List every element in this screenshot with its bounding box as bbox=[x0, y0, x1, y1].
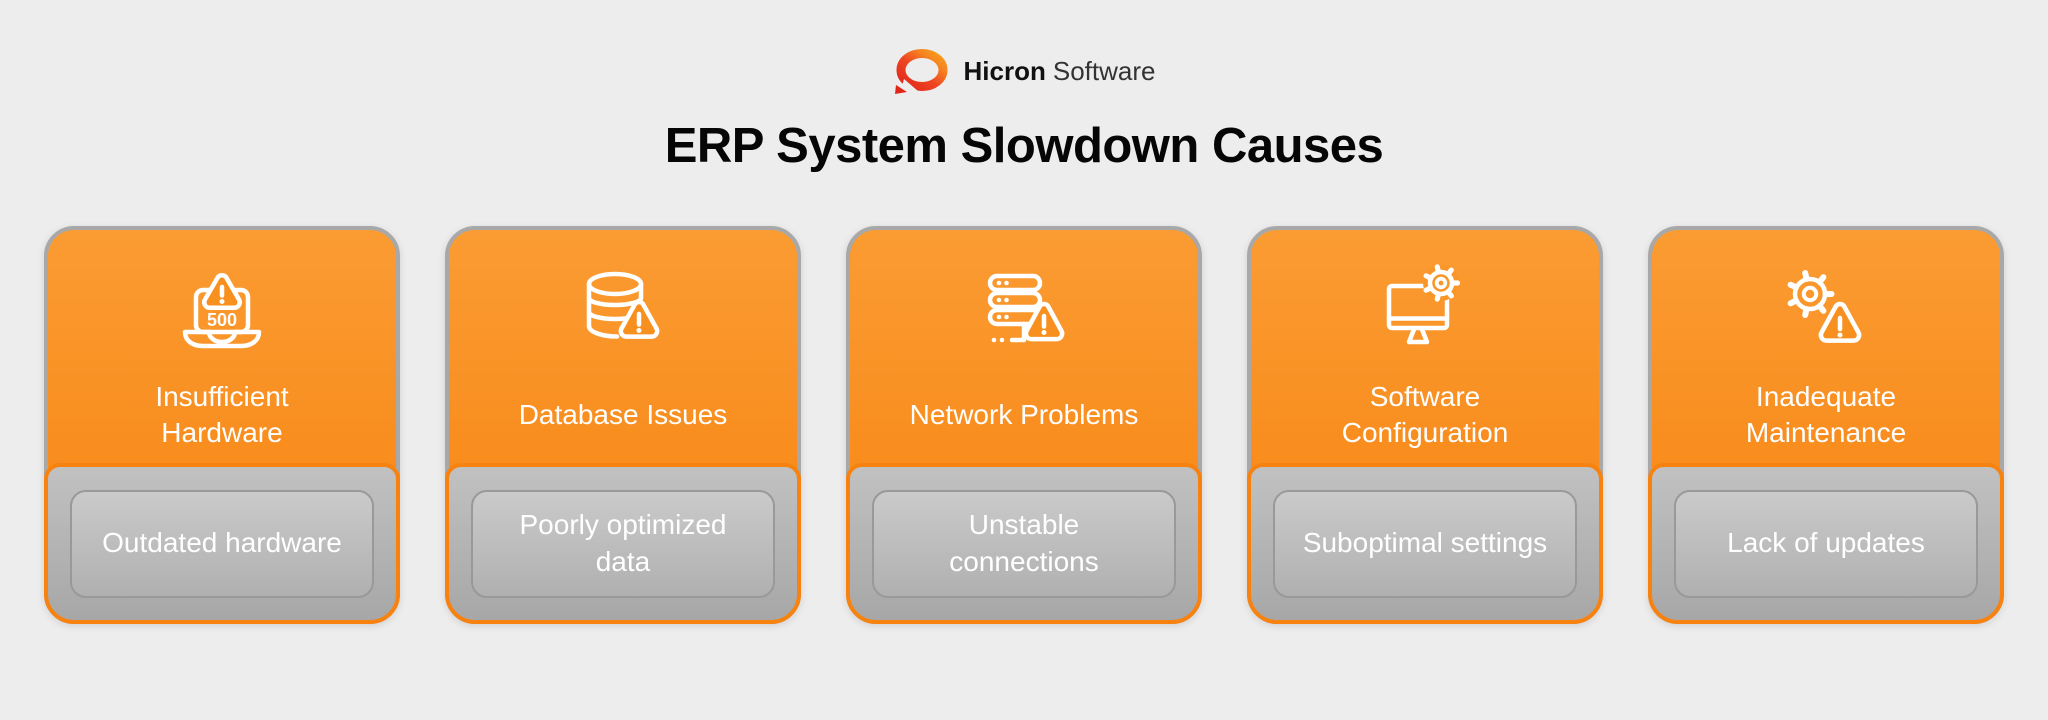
server-warning-icon bbox=[987, 273, 1065, 343]
hicron-ring-logo-icon bbox=[894, 49, 948, 94]
icon-wrap: 500 bbox=[165, 252, 279, 372]
card-bottom-panel: Lack of updates bbox=[1648, 463, 2004, 624]
page-title: ERP System Slowdown Causes bbox=[664, 119, 1384, 173]
card-detail: Poorly optimized data bbox=[471, 489, 775, 598]
card-title: Insufficient Hardware bbox=[155, 381, 289, 448]
card-network-problems: Network Problems Unstable connections bbox=[846, 226, 1202, 624]
card-top: Inadequate Maintenance bbox=[1652, 230, 2000, 470]
cards-row: 500 Insufficient Hardware Outdated hardw… bbox=[0, 226, 2048, 624]
header: Hicron Software ERP System Slowdown Caus… bbox=[0, 0, 2048, 174]
brand: Hicron Software bbox=[893, 48, 1156, 94]
laptop-error-500-icon: 500 bbox=[182, 273, 262, 349]
card-bottom-panel: Unstable connections bbox=[846, 463, 1202, 624]
svg-text:500: 500 bbox=[207, 310, 237, 330]
card-bottom-panel: Poorly optimized data bbox=[445, 463, 801, 624]
card-top: Database Issues bbox=[449, 230, 797, 470]
card-title: Inadequate Maintenance bbox=[1745, 381, 1907, 448]
card-top: 500 Insufficient Hardware bbox=[48, 230, 396, 470]
brand-suffix: Software bbox=[1052, 55, 1156, 86]
card-title: Database Issues bbox=[518, 399, 728, 431]
icon-wrap bbox=[566, 252, 680, 372]
card-title: Software Configuration bbox=[1341, 381, 1509, 448]
icon-wrap bbox=[1769, 252, 1883, 372]
card-title: Network Problems bbox=[909, 399, 1139, 431]
icon-wrap bbox=[1368, 252, 1482, 372]
brand-text: Hicron Software bbox=[964, 56, 1156, 87]
card-inadequate-maintenance: Inadequate Maintenance Lack of updates bbox=[1648, 226, 2004, 624]
card-database-issues: Database Issues Poorly optimized data bbox=[445, 226, 801, 624]
card-detail: Outdated hardware bbox=[70, 489, 374, 598]
card-software-configuration: Software Configuration Suboptimal settin… bbox=[1247, 226, 1603, 624]
monitor-gear-icon bbox=[1386, 264, 1461, 345]
card-detail: Suboptimal settings bbox=[1273, 489, 1577, 598]
card-insufficient-hardware: 500 Insufficient Hardware Outdated hardw… bbox=[44, 226, 400, 624]
card-top: Network Problems bbox=[850, 230, 1198, 470]
card-detail: Lack of updates bbox=[1674, 489, 1978, 598]
icon-wrap bbox=[967, 252, 1081, 372]
card-top: Software Configuration bbox=[1251, 230, 1599, 470]
card-bottom-panel: Outdated hardware bbox=[44, 463, 400, 624]
card-detail: Unstable connections bbox=[872, 489, 1176, 598]
database-warning-icon bbox=[586, 271, 660, 339]
card-bottom-panel: Suboptimal settings bbox=[1247, 463, 1603, 624]
brand-name: Hicron bbox=[963, 55, 1046, 86]
gear-warning-icon bbox=[1787, 270, 1862, 343]
